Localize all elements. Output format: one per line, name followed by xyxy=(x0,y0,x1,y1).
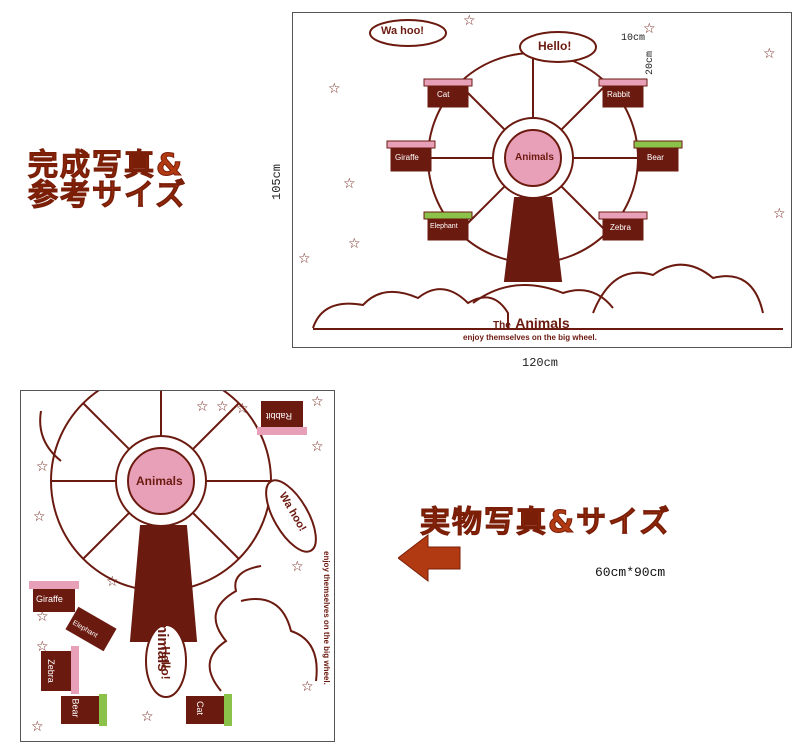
speech-bubble-hello xyxy=(519,31,597,63)
finished-speech-hello: Hello! xyxy=(538,39,572,53)
svg-text:☆: ☆ xyxy=(463,13,476,28)
actual-hub-label: Animals xyxy=(136,474,183,488)
svg-text:☆: ☆ xyxy=(311,393,324,409)
finished-heading-line1: 完成写真& xyxy=(27,148,185,184)
svg-text:☆: ☆ xyxy=(33,508,46,524)
svg-text:☆: ☆ xyxy=(773,205,786,221)
svg-text:☆: ☆ xyxy=(348,235,361,251)
finished-heading-line2: 参考サイズ xyxy=(27,178,188,214)
left-arrow-icon xyxy=(398,533,461,583)
finished-height-label: 105cm xyxy=(270,163,284,200)
actual-pot-cat: Cat xyxy=(195,700,206,716)
finished-pot-giraffe: Giraffe xyxy=(395,153,419,162)
actual-pot-bear: Bear xyxy=(70,698,81,718)
finished-title-main: Animals xyxy=(515,315,570,331)
svg-text:☆: ☆ xyxy=(236,400,249,416)
item-height-label: 20cm xyxy=(645,50,656,75)
actual-illustration: ☆ ☆ ☆ ☆ ☆ ☆ ☆ ☆ ☆ ☆ ☆ ☆ ☆ ☆ xyxy=(29,370,324,734)
svg-text:☆: ☆ xyxy=(31,718,44,734)
svg-text:☆: ☆ xyxy=(763,45,776,61)
finished-tagline: enjoy themselves on the big wheel. xyxy=(463,333,597,342)
finished-pot-zebra: Zebra xyxy=(610,223,631,232)
actual-title-main: Animals xyxy=(154,613,171,672)
svg-text:☆: ☆ xyxy=(291,558,304,574)
svg-text:☆: ☆ xyxy=(343,175,356,191)
pots xyxy=(29,401,307,726)
finished-speech-wahoo: Wa hoo! xyxy=(381,25,424,37)
finished-title-the: The xyxy=(493,320,511,331)
finished-pot-cat: Cat xyxy=(437,90,450,99)
actual-tagline: enjoy themselves on the big wheel. xyxy=(322,551,331,685)
actual-size-label: 60cm*90cm xyxy=(595,565,666,580)
finished-hub-label: Animals xyxy=(515,152,554,163)
actual-pot-zebra: Zebra xyxy=(45,659,56,683)
finished-title: The Animals xyxy=(493,315,570,333)
svg-text:☆: ☆ xyxy=(196,398,209,414)
finished-pot-elephant: Elephant xyxy=(430,223,458,230)
actual-title: The Animals xyxy=(153,591,171,672)
speech-bubble-wahoo xyxy=(265,479,317,553)
speech-bubble-hello xyxy=(145,624,187,698)
svg-text:☆: ☆ xyxy=(36,638,49,654)
pots xyxy=(386,78,683,241)
actual-photo: ☆ ☆ ☆ ☆ ☆ ☆ ☆ ☆ ☆ ☆ ☆ ☆ ☆ ☆ Animals R xyxy=(20,370,335,742)
svg-text:☆: ☆ xyxy=(643,20,656,36)
svg-text:☆: ☆ xyxy=(141,708,154,724)
svg-text:☆: ☆ xyxy=(311,438,324,454)
actual-heading: 実物写真&サイズ xyxy=(419,505,672,541)
svg-text:☆: ☆ xyxy=(328,80,341,96)
svg-text:☆: ☆ xyxy=(216,398,229,414)
actual-pot-rabbit: Rabbit xyxy=(266,411,293,421)
finished-width-label: 120cm xyxy=(522,356,559,370)
svg-text:☆: ☆ xyxy=(106,573,119,589)
speech-bubble-wahoo xyxy=(369,19,447,47)
finished-illustration: ☆ ☆ ☆ ☆ ☆ ☆ ☆ ☆ xyxy=(298,12,786,330)
item-width-label: 10cm xyxy=(621,33,646,44)
finished-pot-bear: Bear xyxy=(647,153,664,162)
actual-pot-giraffe: Giraffe xyxy=(36,594,63,604)
actual-title-the: The xyxy=(155,591,166,609)
svg-text:☆: ☆ xyxy=(36,458,49,474)
svg-text:☆: ☆ xyxy=(298,250,311,266)
finished-pot-rabbit: Rabbit xyxy=(607,90,631,99)
svg-text:☆: ☆ xyxy=(301,678,314,694)
finished-photo: ☆ ☆ ☆ ☆ ☆ ☆ ☆ ☆ Wa hoo! Hello! Animals C… xyxy=(292,12,792,348)
